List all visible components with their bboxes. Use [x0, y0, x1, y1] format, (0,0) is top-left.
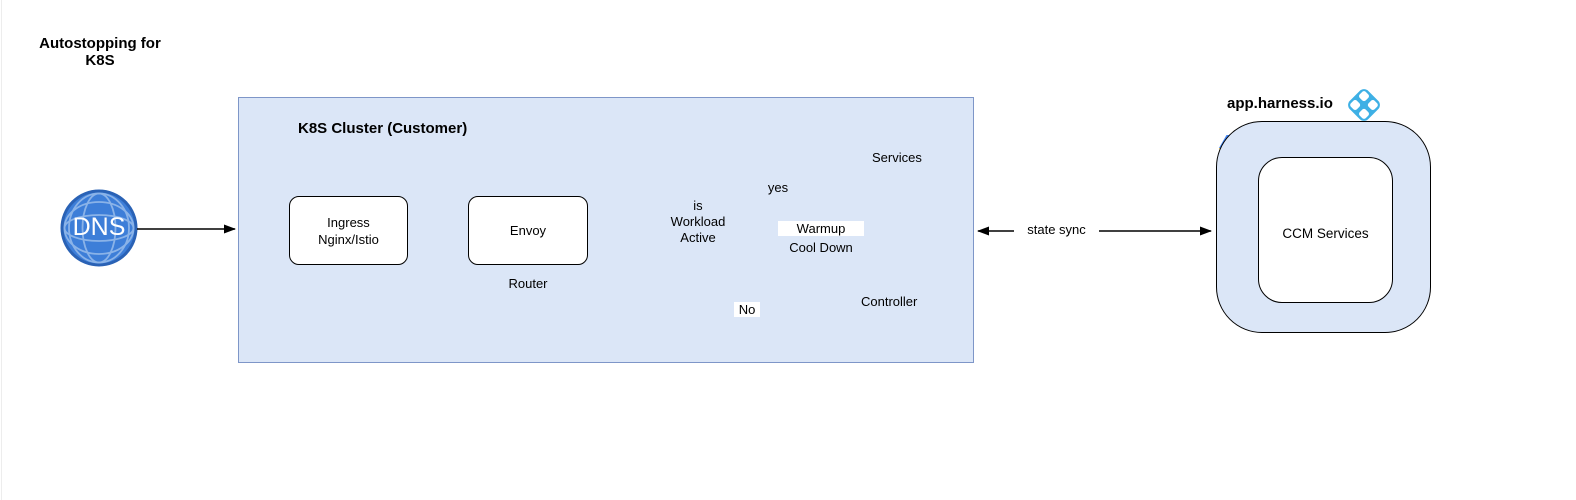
ccm-services-node: [1258, 157, 1393, 303]
envoy-node: Envoy: [468, 196, 588, 265]
branch-yes-label: yes: [767, 180, 789, 195]
ingress-label-line1: Ingress: [327, 214, 370, 230]
warmup-label: Warmup: [778, 221, 864, 236]
dns-globe-icon: [60, 189, 138, 267]
router-caption: Router: [508, 276, 548, 291]
ccm-services-label: CCM Services: [1282, 226, 1369, 241]
cooldown-label: Cool Down: [789, 240, 853, 255]
controller-label: Controller: [861, 294, 918, 309]
screen-edge-line: [1, 0, 2, 500]
harness-logo-icon: [1348, 89, 1380, 121]
harness-domain-label: app.harness.io: [1227, 95, 1333, 112]
ingress-label-line2: Nginx/Istio: [318, 231, 379, 247]
decision-label: is Workload Active: [648, 198, 748, 246]
ingress-node: Ingress Nginx/Istio: [289, 196, 408, 265]
page-title: Autostopping for K8S: [19, 35, 181, 69]
services-label: Services: [872, 150, 922, 165]
page-title-line1: Autostopping for: [39, 35, 161, 52]
envoy-label: Envoy: [509, 223, 547, 238]
state-sync-label: state sync: [1014, 222, 1099, 237]
decision-label-line1: is: [693, 198, 703, 213]
branch-no-label: No: [734, 302, 760, 317]
page-title-line2: K8S: [85, 52, 115, 69]
cluster-title: K8S Cluster (Customer): [298, 120, 468, 137]
dns-node-label: DNS: [72, 213, 126, 241]
decision-label-line2: Workload: [670, 214, 726, 229]
decision-label-line3: Active: [680, 230, 716, 245]
